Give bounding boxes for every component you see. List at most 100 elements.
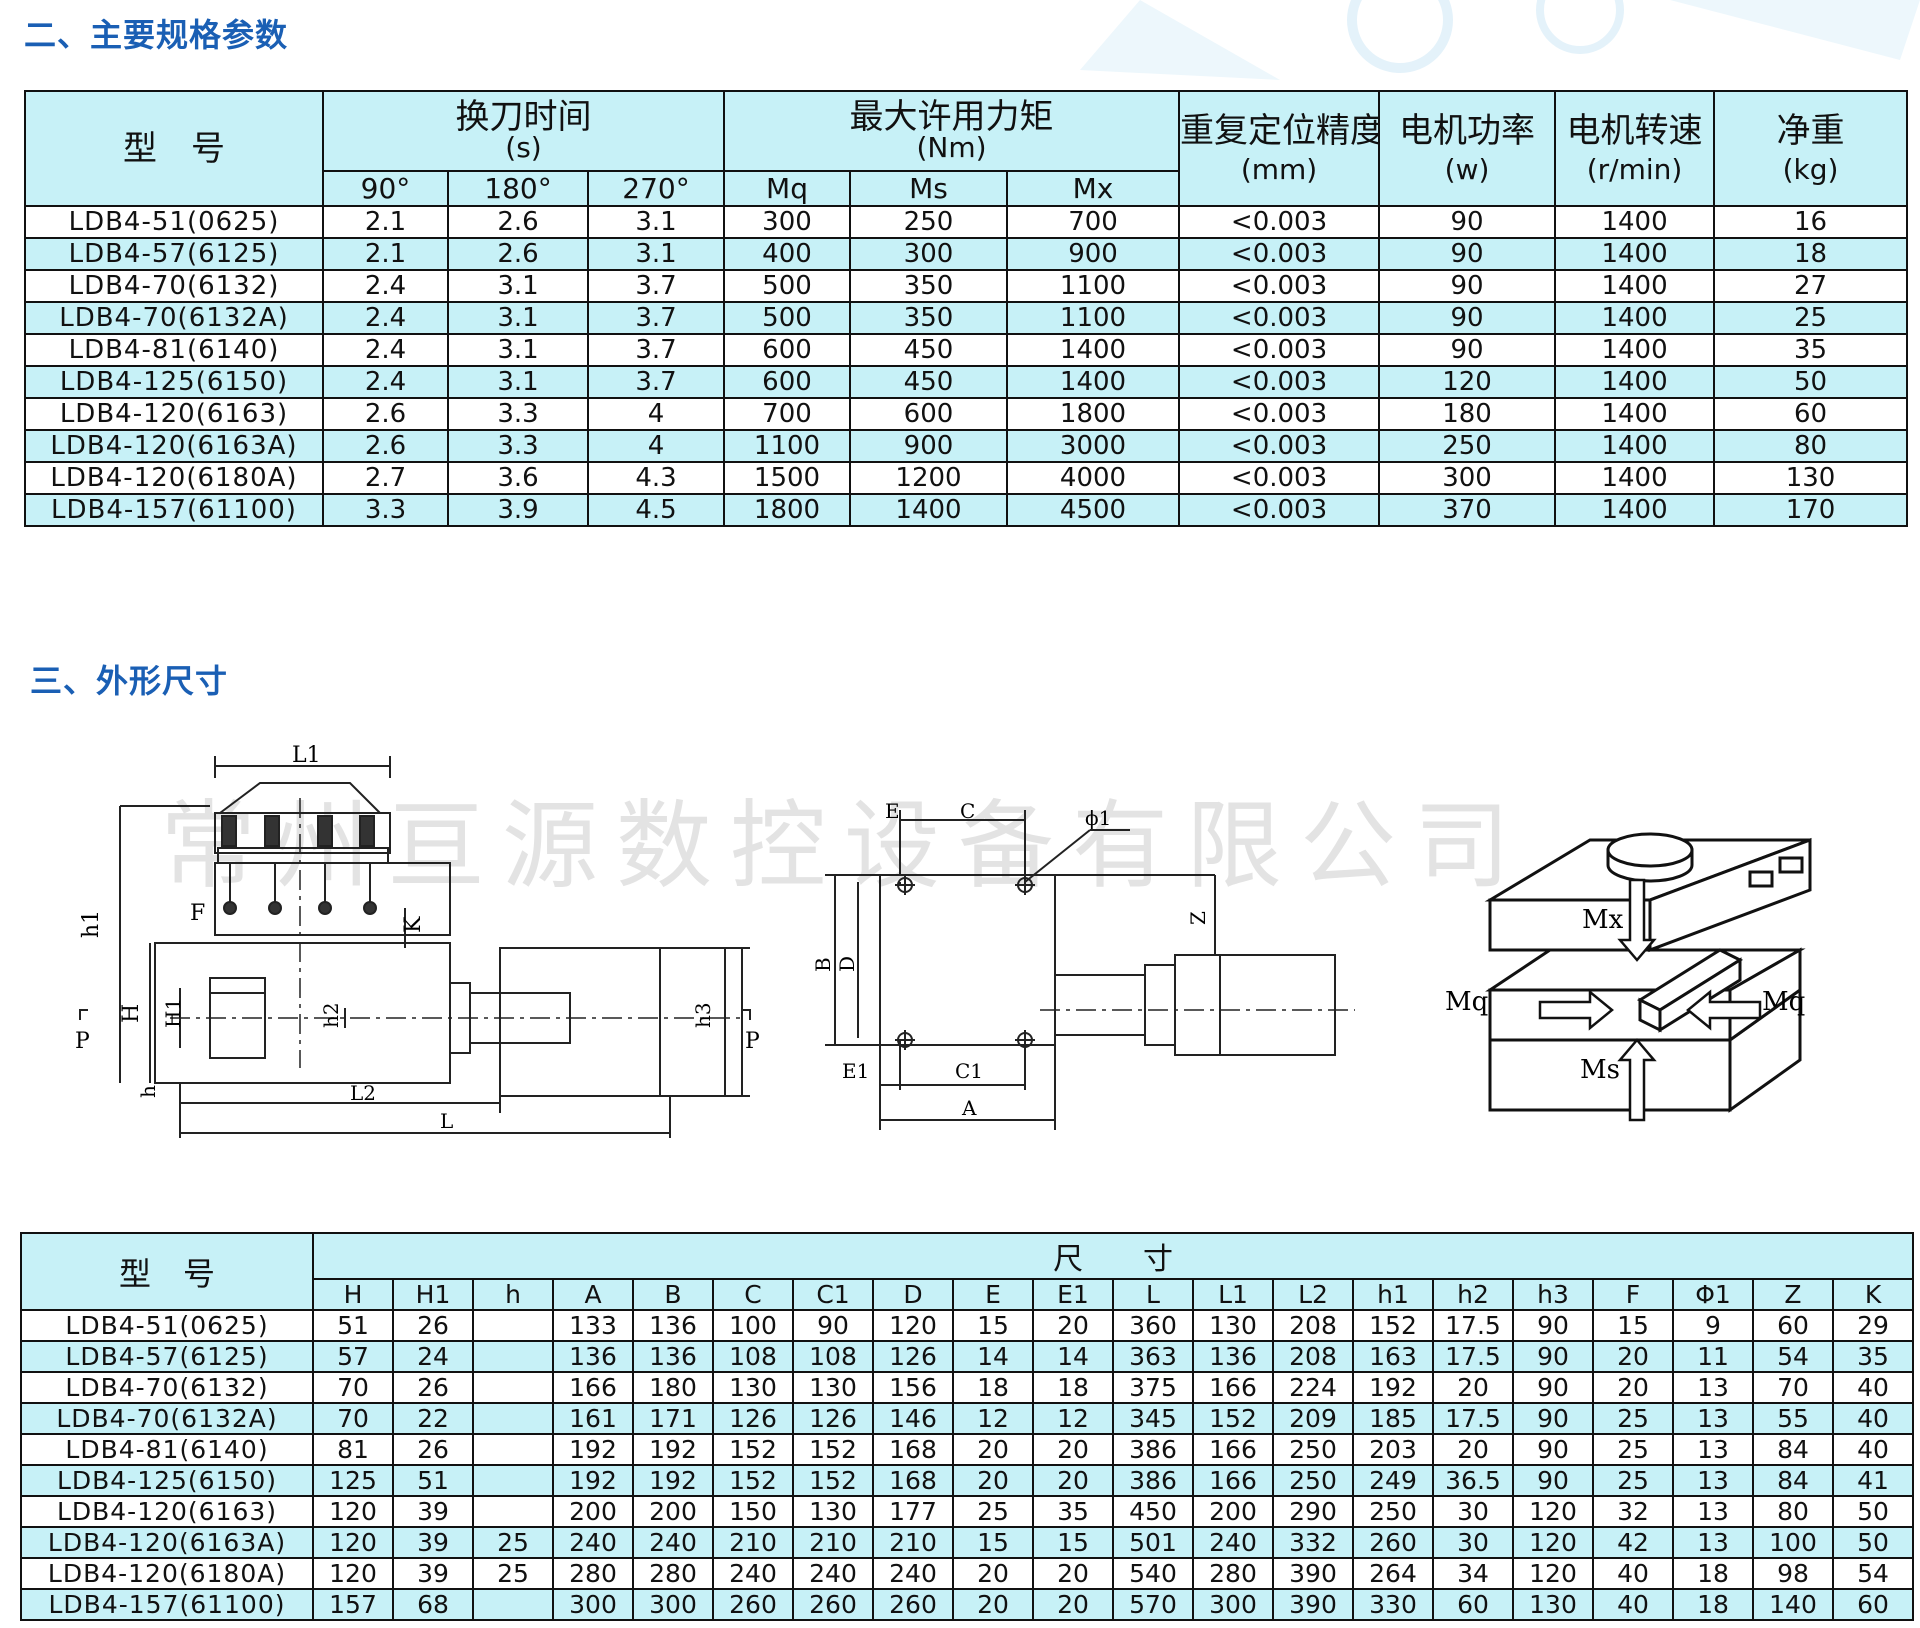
value-cell: 15: [952, 1526, 1034, 1559]
value-cell: 20: [1032, 1433, 1114, 1466]
value-cell: 166: [1192, 1371, 1274, 1404]
value-cell: 100: [712, 1309, 794, 1342]
label-e1: E1: [842, 1059, 869, 1083]
value-cell: 250: [849, 205, 1008, 239]
dim-col-header: L2: [1272, 1278, 1354, 1311]
value-cell: 3.9: [447, 493, 589, 527]
value-cell: 400: [723, 237, 851, 271]
value-cell: 192: [552, 1464, 634, 1497]
value-cell: 900: [849, 429, 1008, 463]
value-cell: 130: [712, 1371, 794, 1404]
value-cell: 300: [1378, 461, 1557, 495]
value-cell: 156: [872, 1371, 954, 1404]
value-cell: 30: [1432, 1495, 1514, 1528]
value-cell: 90: [1378, 269, 1557, 303]
value-cell: 152: [1352, 1309, 1434, 1342]
value-cell: 54: [1831, 1557, 1915, 1590]
torque-unit: (Nm): [916, 131, 987, 164]
value-cell: <0.003: [1178, 493, 1381, 527]
value-cell: 13: [1672, 1464, 1754, 1497]
value-cell: 50: [1831, 1495, 1915, 1528]
value-cell: 3.3: [447, 429, 589, 463]
value-cell: 17.5: [1432, 1340, 1514, 1373]
value-cell: 260: [872, 1588, 954, 1621]
value-cell: 126: [872, 1340, 954, 1373]
value-cell: 68: [392, 1588, 474, 1621]
change-time-label: 换刀时间: [455, 97, 592, 137]
model-cell: LDB4-120(6163A): [24, 429, 324, 463]
value-cell: 120: [1512, 1526, 1594, 1559]
value-cell: 540: [1112, 1557, 1194, 1590]
value-cell: 152: [792, 1433, 874, 1466]
value-cell: 120: [312, 1557, 394, 1590]
dim-col-header: C1: [792, 1278, 874, 1311]
value-cell: 600: [723, 365, 851, 399]
value-cell: 700: [1005, 205, 1181, 239]
value-cell: 1400: [1554, 397, 1716, 431]
value-cell: 4.3: [587, 461, 725, 495]
value-cell: 90: [1512, 1433, 1594, 1466]
value-cell: 390: [1272, 1588, 1354, 1621]
dim-col-header: C: [712, 1278, 794, 1311]
value-cell: 500: [723, 269, 851, 303]
label-h: H: [119, 1004, 144, 1023]
value-cell: 80: [1713, 429, 1909, 463]
spec-table: 型 号 换刀时间 (s) 最大许用力矩 (Nm) 重复定位精度 (mm) 电机功…: [24, 90, 1909, 527]
value-cell: 22: [392, 1402, 474, 1435]
value-cell: 20: [1032, 1464, 1114, 1497]
value-cell: [472, 1340, 554, 1373]
value-cell: 26: [392, 1309, 474, 1342]
value-cell: [472, 1588, 554, 1621]
value-cell: 3.1: [587, 205, 725, 239]
value-cell: 13: [1672, 1371, 1754, 1404]
dim-col-header: L1: [1192, 1278, 1274, 1311]
label-e: E: [885, 800, 900, 823]
label-c1: C1: [955, 1059, 983, 1083]
value-cell: 9: [1672, 1309, 1754, 1342]
header-precision: 重复定位精度 (mm): [1178, 90, 1381, 207]
value-cell: 125: [312, 1464, 394, 1497]
value-cell: 90: [1378, 301, 1557, 335]
label-k: K: [401, 916, 426, 933]
value-cell: 12: [1032, 1402, 1114, 1435]
value-cell: 20: [1432, 1371, 1514, 1404]
value-cell: 386: [1112, 1464, 1194, 1497]
value-cell: 1400: [1554, 301, 1716, 335]
label-p-right: P: [745, 1029, 760, 1054]
value-cell: 3000: [1005, 429, 1181, 463]
value-cell: <0.003: [1178, 269, 1381, 303]
value-cell: 280: [632, 1557, 714, 1590]
value-cell: 390: [1272, 1557, 1354, 1590]
value-cell: 40: [1592, 1557, 1674, 1590]
value-cell: <0.003: [1178, 333, 1381, 367]
value-cell: 250: [1378, 429, 1557, 463]
value-cell: 16: [1713, 205, 1909, 239]
value-cell: 51: [392, 1464, 474, 1497]
value-cell: 120: [312, 1526, 394, 1559]
value-cell: 570: [1112, 1588, 1194, 1621]
value-cell: 2.7: [322, 461, 449, 495]
value-cell: 375: [1112, 1371, 1194, 1404]
value-cell: 14: [1032, 1340, 1114, 1373]
value-cell: 2.6: [447, 205, 589, 239]
value-cell: 249: [1352, 1464, 1434, 1497]
value-cell: 98: [1752, 1557, 1834, 1590]
top-view-drawing: E C ϕ1 Z B D E1 C1 A: [811, 800, 1355, 1130]
col-270: 270°: [587, 170, 725, 207]
model-cell: LDB4-57(6125): [20, 1340, 314, 1373]
value-cell: 41: [1831, 1464, 1915, 1497]
label-p-left: P: [75, 1029, 90, 1054]
model-cell: LDB4-70(6132A): [20, 1402, 314, 1435]
value-cell: 240: [712, 1557, 794, 1590]
value-cell: 18: [1713, 237, 1909, 271]
dim-col-header: h: [472, 1278, 554, 1311]
value-cell: 90: [1512, 1371, 1594, 1404]
value-cell: 192: [632, 1433, 714, 1466]
value-cell: 17.5: [1432, 1309, 1514, 1342]
value-cell: 3.7: [587, 269, 725, 303]
value-cell: 25: [952, 1495, 1034, 1528]
